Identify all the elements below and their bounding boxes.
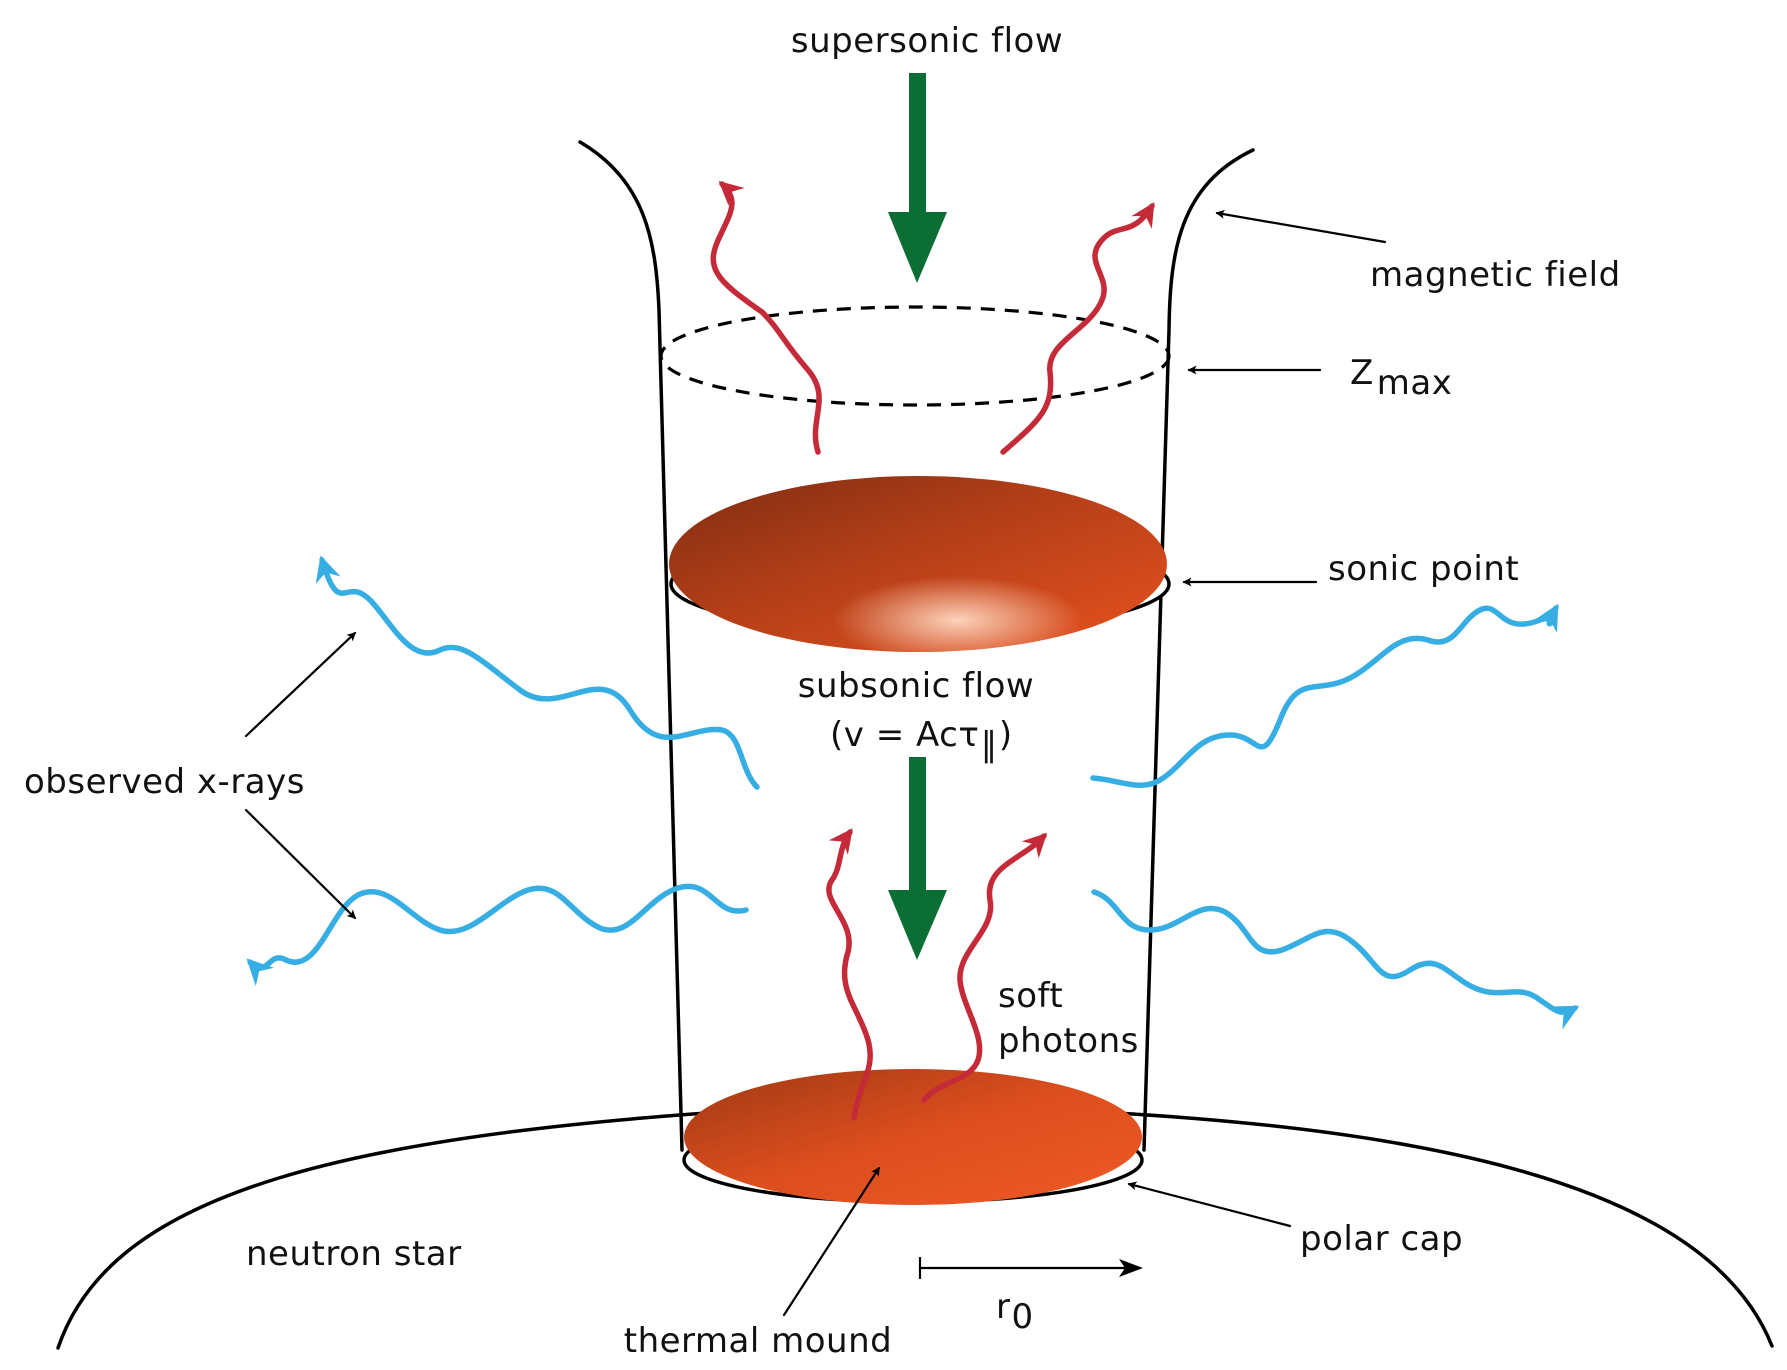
observed-xrays-label: observed x-rays: [24, 762, 305, 802]
soft-photons-label-line2: photons: [998, 1021, 1139, 1061]
observed-xrays-pointer-upper: [244, 631, 357, 738]
neutron-star-label: neutron star: [246, 1234, 462, 1274]
velocity-relation-close: ): [999, 715, 1013, 755]
supersonic-flow-arrow: [888, 73, 947, 283]
observed-xrays-pointer-lower: [244, 808, 357, 920]
magnetic-field-label: magnetic field: [1370, 255, 1621, 295]
velocity-relation-main: (v = Acτ: [830, 715, 979, 755]
xray-arrow-upper-left: [315, 555, 760, 790]
magnetic-field-pointer: [1215, 209, 1387, 244]
zmax-label: Zmax: [1350, 353, 1452, 403]
xray-arrow-lower-left: [246, 883, 749, 987]
soft-photons-label-line1: soft: [998, 976, 1063, 1016]
thermal-mound-label: thermal mound: [624, 1321, 893, 1361]
soft-photon-arrow-upper-left: [710, 181, 822, 455]
r0-label: r0: [996, 1287, 1034, 1337]
soft-photon-arrow-lower-right: [921, 832, 1048, 1103]
magnetic-field-left-wall: [578, 140, 684, 1152]
r0-label-sub: 0: [1011, 1297, 1033, 1337]
sonic-point-disk-highlight: [669, 476, 1167, 652]
velocity-relation-label: (v = Acτ∥): [830, 715, 1013, 765]
velocity-relation-sub: ∥: [980, 725, 998, 765]
soft-photon-arrow-upper-right: [1000, 202, 1155, 455]
xray-arrow-upper-right: [1090, 603, 1559, 789]
magnetic-field-right-wall: [1142, 148, 1255, 1152]
zmax-label-main: Z: [1350, 353, 1374, 393]
polar-cap-label: polar cap: [1300, 1219, 1463, 1259]
soft-photon-arrow-lower-left: [826, 828, 873, 1121]
subsonic-flow-arrow: [888, 757, 947, 960]
thermal-mound-pointer: [782, 1166, 881, 1317]
r0-radius-arrow: [918, 1257, 1143, 1279]
r0-label-main: r: [996, 1287, 1010, 1327]
sonic-point-label: sonic point: [1328, 549, 1519, 589]
supersonic-flow-label: supersonic flow: [791, 21, 1063, 61]
thermal-mound: [684, 1069, 1142, 1205]
polar-cap-pointer: [1127, 1181, 1292, 1228]
xray-arrow-lower-right: [1091, 889, 1580, 1030]
zmax-dashed-ring: [659, 305, 1171, 407]
subsonic-flow-label: subsonic flow: [798, 666, 1034, 706]
zmax-label-sub: max: [1377, 363, 1453, 403]
